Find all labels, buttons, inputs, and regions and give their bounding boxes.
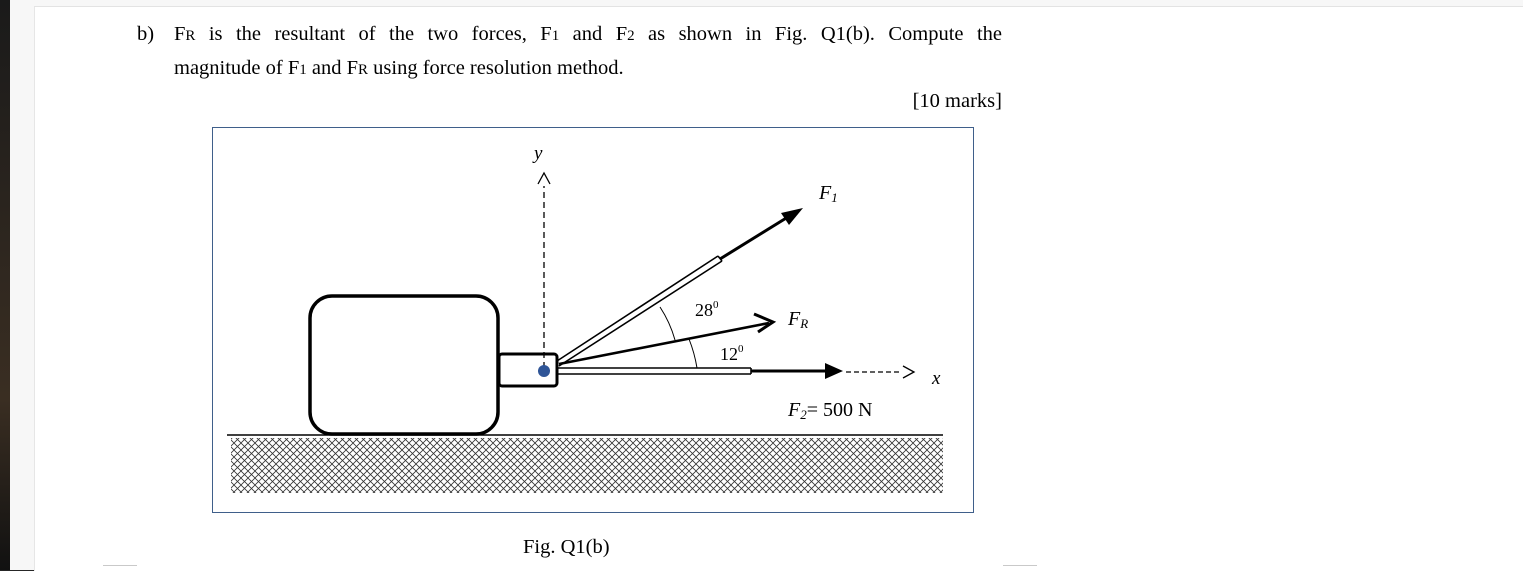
connector bbox=[497, 352, 559, 388]
pivot-point bbox=[538, 365, 550, 377]
angle-lower-value: 12 bbox=[720, 344, 738, 364]
question-text-line2: magnitude of F1 and FR using force resol… bbox=[174, 57, 624, 80]
angle-lower-degree: 0 bbox=[738, 343, 744, 355]
ground-hatch bbox=[231, 438, 943, 493]
footer-rule-right bbox=[1003, 565, 1037, 566]
footer-rule-left bbox=[103, 565, 137, 566]
f1-label-main: F bbox=[818, 182, 832, 204]
f2-label-sub: 2 bbox=[800, 407, 807, 422]
x-axis-arrow bbox=[902, 365, 916, 379]
angle-upper-value: 28 bbox=[695, 300, 713, 320]
fr-subscript: R bbox=[185, 28, 196, 44]
background-edge bbox=[0, 0, 10, 570]
force-diagram-svg: y x 280 120 F1 FR F2= 500 N bbox=[227, 143, 943, 493]
angle-upper-label: 280 bbox=[695, 299, 719, 320]
f1-rod-top bbox=[556, 255, 719, 362]
question-text-line1: FR is the resultant of the two forces, F… bbox=[174, 23, 1002, 46]
f1-rod-bottom bbox=[558, 260, 723, 367]
f2-subscript: 2 bbox=[627, 28, 635, 44]
question-text-segment: and F bbox=[559, 23, 628, 45]
question-label: b) bbox=[137, 23, 155, 45]
question-text-segment: magnitude of F bbox=[174, 57, 300, 79]
f2-arrowhead bbox=[825, 363, 843, 379]
angle-arc-lower bbox=[688, 338, 698, 369]
y-axis-arrow bbox=[537, 171, 551, 185]
question-text-segment: and F bbox=[306, 57, 359, 79]
f1-label-sub: 1 bbox=[831, 190, 838, 205]
f1-subscript: 1 bbox=[299, 62, 307, 78]
f1-subscript: 1 bbox=[551, 28, 560, 44]
f1-label: F1 bbox=[818, 182, 838, 205]
figure-caption: Fig. Q1(b) bbox=[523, 536, 610, 558]
fr-vector bbox=[558, 321, 770, 366]
f2-label-main: F bbox=[787, 399, 801, 421]
x-axis-label: x bbox=[931, 368, 941, 389]
fr-subscript: R bbox=[358, 62, 369, 78]
angle-arc-upper bbox=[659, 306, 676, 341]
f1-vector bbox=[719, 210, 797, 261]
marks-label: [10 marks] bbox=[912, 90, 1002, 112]
fr-symbol: F bbox=[174, 23, 186, 45]
question-text-segment: using force resolution method. bbox=[368, 57, 624, 79]
block bbox=[308, 294, 500, 436]
fr-label-sub: R bbox=[799, 316, 808, 331]
f2-label: F2= 500 N bbox=[787, 399, 872, 422]
y-axis-label: y bbox=[532, 143, 543, 164]
force-diagram: y x 280 120 F1 FR F2= 500 N bbox=[212, 127, 974, 513]
f1-arrowhead bbox=[781, 208, 803, 225]
angle-lower-label: 120 bbox=[720, 343, 744, 364]
fr-arrowhead bbox=[753, 312, 777, 334]
angle-upper-degree: 0 bbox=[713, 299, 719, 311]
fr-label: FR bbox=[787, 308, 808, 331]
question-text-segment: as shown in Fig. Q1(b). Compute the bbox=[634, 23, 1002, 45]
question-text-segment: is the resultant of the two forces, F bbox=[195, 23, 552, 45]
fr-label-main: F bbox=[787, 308, 801, 330]
f2-value: = 500 N bbox=[807, 399, 873, 421]
